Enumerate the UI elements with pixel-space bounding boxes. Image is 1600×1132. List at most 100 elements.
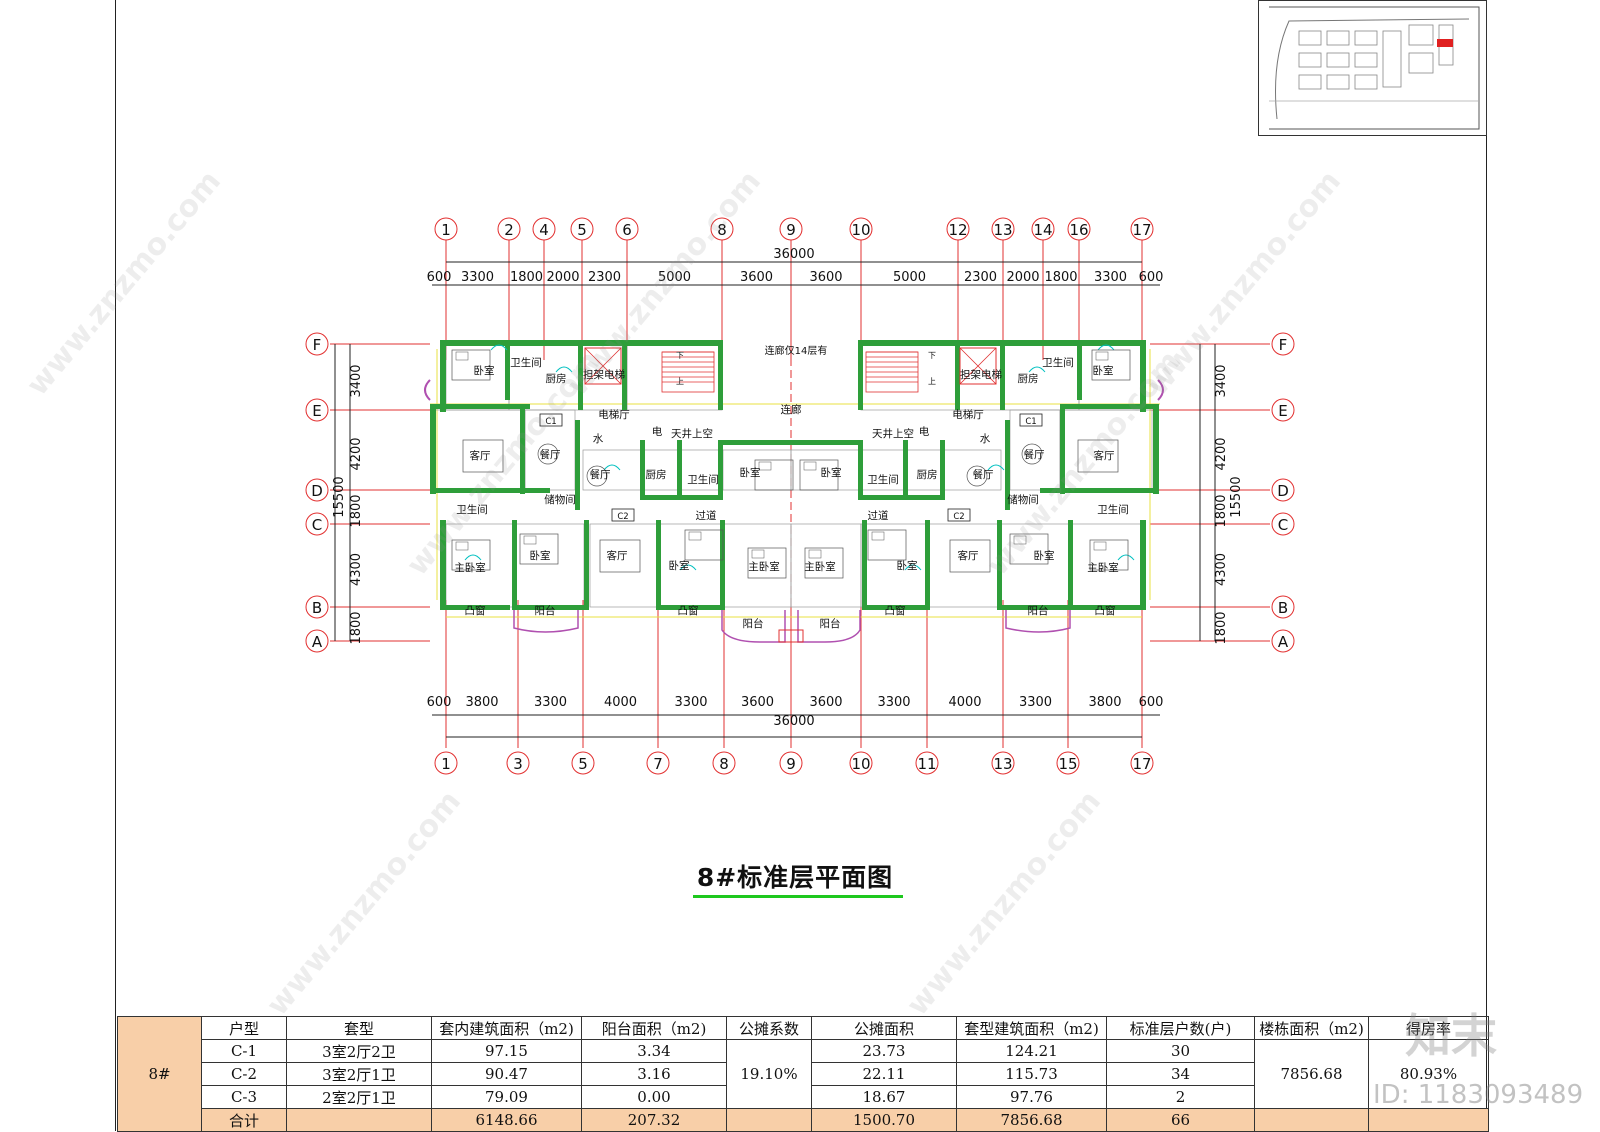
wall-segment xyxy=(1005,420,1010,510)
axis-label: B xyxy=(312,599,322,617)
wall-segment xyxy=(720,440,792,445)
room-label: 水 xyxy=(980,433,991,445)
header-cell: 户型 xyxy=(201,1016,287,1040)
unit-count-cell: 2 xyxy=(1106,1085,1255,1109)
wall-segment xyxy=(718,340,723,410)
room-label: 餐厅 xyxy=(973,468,994,481)
room-label: 卧室 xyxy=(669,559,690,572)
dimension-value: 4300 xyxy=(349,553,364,586)
balcony-area-cell: 3.34 xyxy=(581,1039,727,1063)
room-label: 电梯厅 xyxy=(952,408,984,421)
room-label: 阳台 xyxy=(820,617,841,630)
axis-bubble xyxy=(570,217,594,241)
total-layout-cell xyxy=(286,1108,432,1132)
dimension-value: 600 xyxy=(427,270,452,285)
axis-label: C xyxy=(1278,516,1288,534)
current-building-marker xyxy=(1437,39,1453,47)
axis-label: A xyxy=(1278,633,1289,651)
dimension-value: 2000 xyxy=(1006,270,1039,285)
room-label: 客厅 xyxy=(607,549,628,562)
layout-cell: 3室2厅2卫 xyxy=(286,1039,432,1063)
wall-segment xyxy=(718,440,723,500)
sofa-furniture xyxy=(462,439,504,473)
pillow-furniture xyxy=(758,461,772,471)
header-cell: 标准层户数(户) xyxy=(1106,1016,1255,1040)
dimension-value: 5000 xyxy=(658,270,691,285)
wall-segment xyxy=(505,340,625,346)
wall-segment xyxy=(1068,520,1073,610)
room-label: 储物间 xyxy=(544,493,576,506)
axis-label: 8 xyxy=(719,755,729,773)
pillow-furniture xyxy=(1095,351,1109,361)
room-label: 卧室 xyxy=(1093,364,1114,377)
dimension-value: 2300 xyxy=(964,270,997,285)
building-area-cell: 7856.68 xyxy=(1254,1039,1369,1109)
watermark-brand-logo: 知末 xyxy=(1405,1009,1497,1063)
axis-bubble xyxy=(1031,217,1055,241)
room-outline xyxy=(513,523,585,608)
room-outline xyxy=(1078,343,1143,411)
wall-segment xyxy=(656,520,661,610)
dimension-value: 4200 xyxy=(349,437,364,470)
room-outline xyxy=(860,523,930,608)
dimension-value: 1800 xyxy=(349,611,364,644)
axis-label: 5 xyxy=(577,221,587,239)
wall-segment xyxy=(792,440,862,445)
axis-bubble xyxy=(532,217,556,241)
room-label: 凸窗 xyxy=(678,604,699,617)
dimension-value: 3600 xyxy=(809,695,842,710)
axis-bubble xyxy=(915,751,939,775)
dimension-value: 3300 xyxy=(877,695,910,710)
room-outline xyxy=(1002,343,1080,411)
room-label: 天井上空 xyxy=(671,427,713,440)
wall-segment xyxy=(1078,340,1146,346)
dimension-value: 600 xyxy=(1139,695,1164,710)
bed-furniture xyxy=(451,539,491,571)
room-label: 厨房 xyxy=(1018,372,1039,385)
axis-label: 9 xyxy=(786,755,796,773)
axis-label: 10 xyxy=(851,755,870,773)
pillow-furniture xyxy=(803,461,817,471)
unit-tag: C2 xyxy=(617,512,628,522)
header-cell: 阳台面积（m2) xyxy=(581,1016,727,1040)
elevator-shaft xyxy=(959,347,997,385)
axis-bubble xyxy=(434,751,458,775)
room-label: 主卧室 xyxy=(1087,561,1119,574)
wall-segment xyxy=(575,420,580,510)
total-coefficient-cell xyxy=(726,1108,812,1132)
unit-tag-box xyxy=(1019,413,1043,427)
wall-segment xyxy=(858,440,863,500)
wall-segment xyxy=(430,404,436,494)
room-label: 客厅 xyxy=(958,549,979,562)
axis-bubble xyxy=(1130,751,1154,775)
room-label: 阳台 xyxy=(743,617,764,630)
axis-bubble xyxy=(1056,751,1080,775)
room-label: 电梯厅 xyxy=(598,408,630,421)
dimension-value: 3600 xyxy=(809,270,842,285)
pillow-furniture xyxy=(455,351,469,361)
unit-tag-box xyxy=(947,508,971,522)
bed-furniture xyxy=(799,459,839,491)
door-arc xyxy=(555,366,573,373)
axis-label: 7 xyxy=(653,755,663,773)
axis-bubble xyxy=(305,332,329,356)
room-label: 过道 xyxy=(868,509,889,522)
pillow-furniture xyxy=(1093,541,1107,551)
wall-segment xyxy=(925,520,930,610)
wall-segment xyxy=(1153,404,1159,494)
axis-bubble xyxy=(1271,629,1295,653)
elevator-cross xyxy=(584,347,622,385)
room-label: 水 xyxy=(593,433,604,445)
axis-bubble xyxy=(305,595,329,619)
axis-label: E xyxy=(1278,402,1287,420)
wall-segment xyxy=(622,340,627,410)
dimension-value: 3300 xyxy=(461,270,494,285)
axis-bubble xyxy=(849,217,873,241)
axis-bubble xyxy=(849,751,873,775)
total-area-cell: 124.21 xyxy=(956,1039,1107,1063)
axis-label: D xyxy=(311,482,323,500)
table-header-row: 8# 户型 套型 套内建筑面积（m2) 阳台面积（m2) 公摊系数 公摊面积 套… xyxy=(117,1016,1489,1132)
axis-label: 17 xyxy=(1132,755,1151,773)
room-label: 主卧室 xyxy=(454,561,486,574)
axis-label: D xyxy=(1277,482,1289,500)
